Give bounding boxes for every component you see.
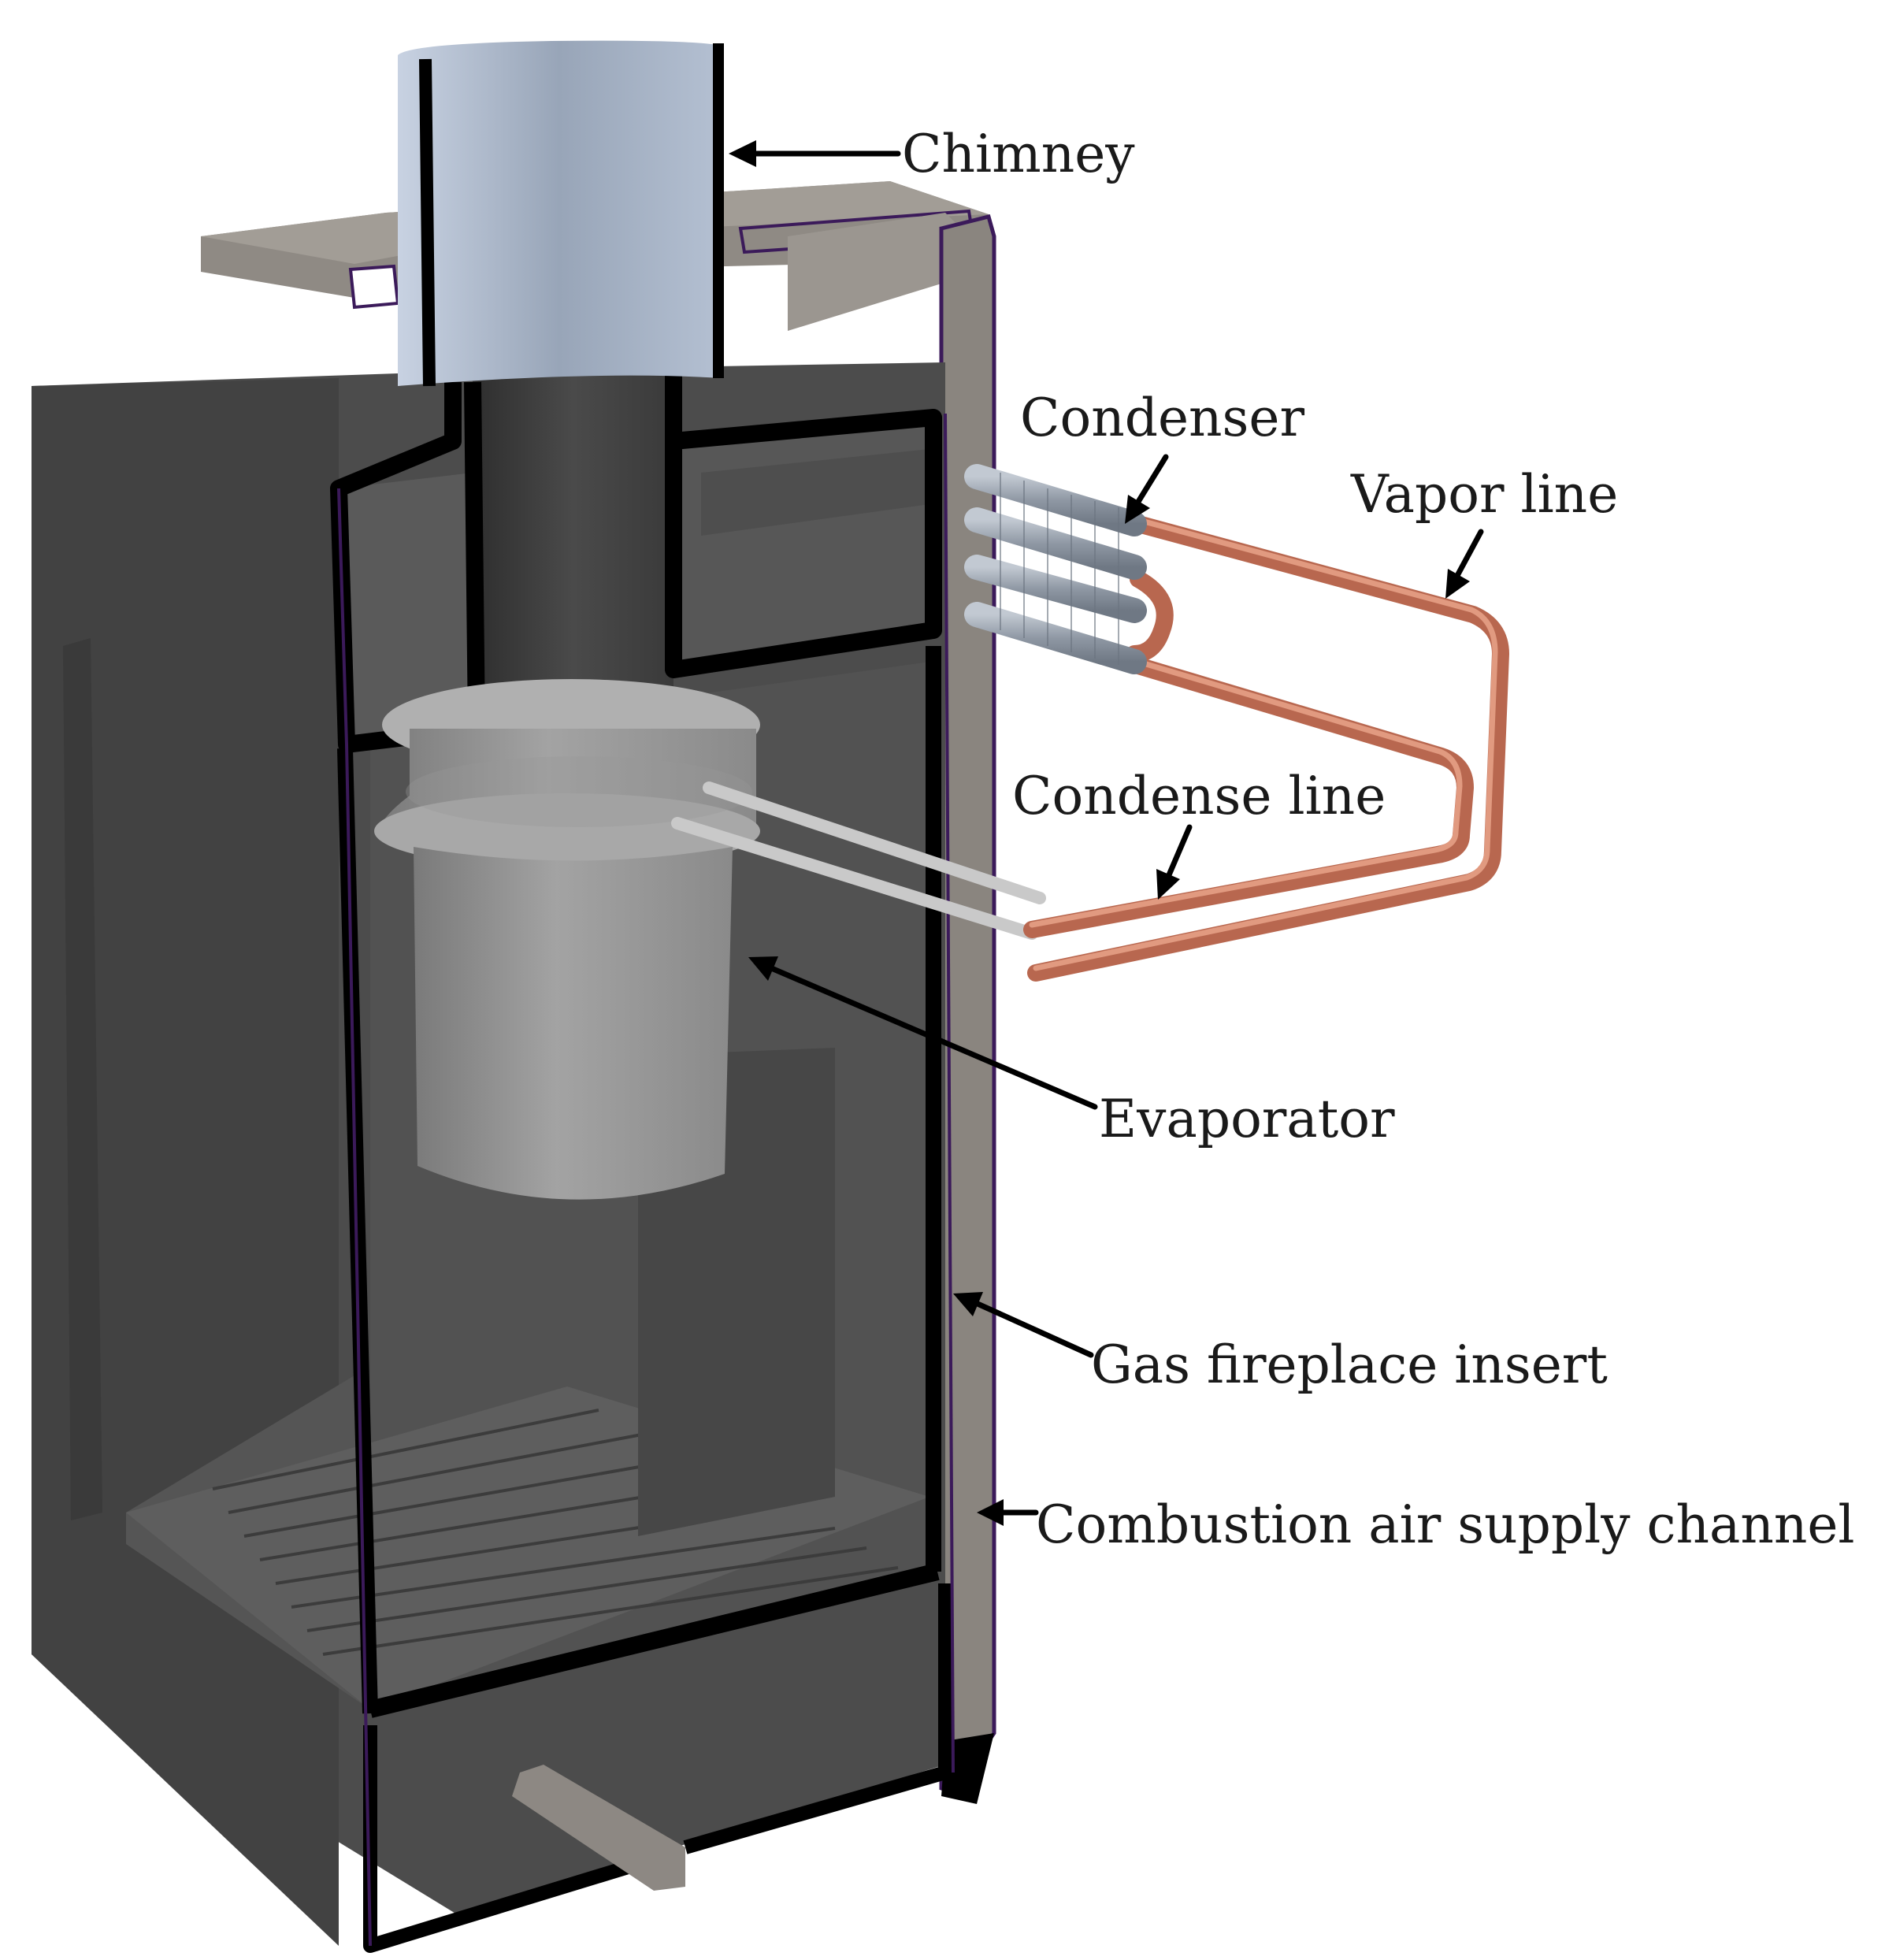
gas-fireplace-insert-label: Gas fireplace insert	[1091, 1335, 1608, 1395]
condenser	[964, 464, 1147, 674]
evaporator-arrow	[748, 956, 1098, 1110]
gas-fireplace-insert-arrow	[953, 1292, 1094, 1358]
vapor-line-label: Vapor line	[1350, 464, 1618, 525]
evaporator-risers	[671, 781, 1046, 940]
condense-line-label: Condense line	[1012, 766, 1386, 826]
condense-line	[1023, 570, 1474, 938]
combustion-air-supply-channel-arrow	[977, 1499, 1039, 1526]
firebox-walls	[330, 370, 955, 1953]
evaporator-label: Evaporator	[1099, 1089, 1395, 1149]
vapor-line-highlight	[1033, 517, 1498, 971]
combustion-air-supply-channel-label: Combustion air supply channel	[1036, 1494, 1855, 1555]
chimney-arrow	[729, 140, 901, 167]
condense-line-highlight	[1029, 659, 1463, 928]
condenser-arrow	[1125, 454, 1169, 524]
flue-pipe	[473, 366, 673, 705]
upper-chambers	[339, 418, 933, 744]
condense-line-arrow	[1156, 824, 1193, 900]
chimney	[398, 40, 724, 387]
vapor-line-arrow	[1445, 529, 1484, 599]
chimney-label: Chimney	[902, 124, 1135, 184]
evaporator	[374, 679, 760, 1200]
condenser-label: Condenser	[1020, 388, 1304, 448]
air-inlet-ramp	[512, 1765, 685, 1891]
